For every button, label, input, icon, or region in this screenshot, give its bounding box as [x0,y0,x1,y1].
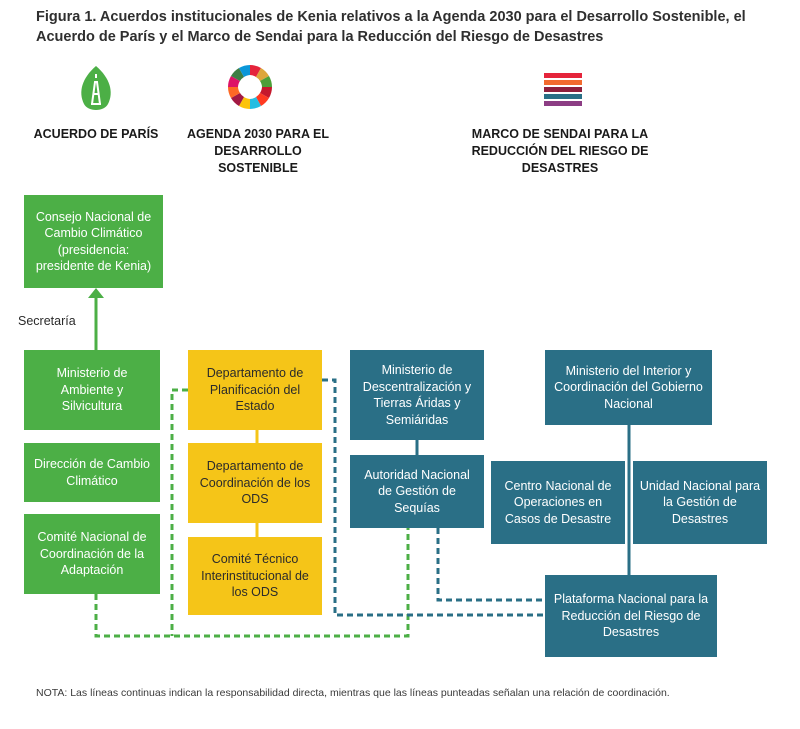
header-sendai: MARCO DE SENDAI PARA LA REDUCCIÓN DEL RI… [471,127,649,175]
secretariat-label: Secretaría [18,314,76,328]
blue-dashed-line-1 [322,378,545,617]
platform-box: Plataforma Nacional para la Reducción de… [545,575,717,657]
decentralization-ministry-box: Ministerio de Descentralización y Tierra… [350,350,484,440]
footnote: NOTA: Las líneas continuas indican la re… [36,687,670,699]
interior-ministry-box: Ministerio del Interior y Coordinación d… [545,350,712,425]
ministry-environment-box: Ministerio de Ambiente y Silvicultura [24,350,160,430]
technical-committee-box: Comité Técnico Interinstitucional de los… [188,537,322,615]
secretariat-arrowhead [88,288,104,298]
sdg-wheel-icon [227,64,273,110]
drought-authority-box: Autoridad Nacional de Gestión de Sequías [350,455,484,528]
figure-title: Figura 1. Acuerdos institucionales de Ke… [36,9,746,45]
operations-center-box: Centro Nacional de Operaciones en Casos … [491,461,625,544]
header-agenda: AGENDA 2030 PARA EL DESARROLLO SOSTENIBL… [187,127,329,175]
green-dashed-line [94,528,410,638]
planning-department-box: Departamento de Planificación del Estado [188,350,322,430]
adaptation-committee-box: Comité Nacional de Coordinación de la Ad… [24,514,160,594]
eiffel-leaf-icon [76,64,116,116]
climate-directorate-box: Dirección de Cambio Climático [24,443,160,502]
management-unit-box: Unidad Nacional para la Gestión de Desas… [633,461,767,544]
stripes-icon [544,73,582,107]
green-dashed-agenda-line [170,388,188,636]
header-paris: ACUERDO DE PARÍS [33,127,159,141]
sdg-coordination-box: Departamento de Coordinación de los ODS [188,443,322,523]
council-box: Consejo Nacional de Cambio Climático (pr… [24,195,163,288]
blue-dashed-line-2 [436,528,545,602]
